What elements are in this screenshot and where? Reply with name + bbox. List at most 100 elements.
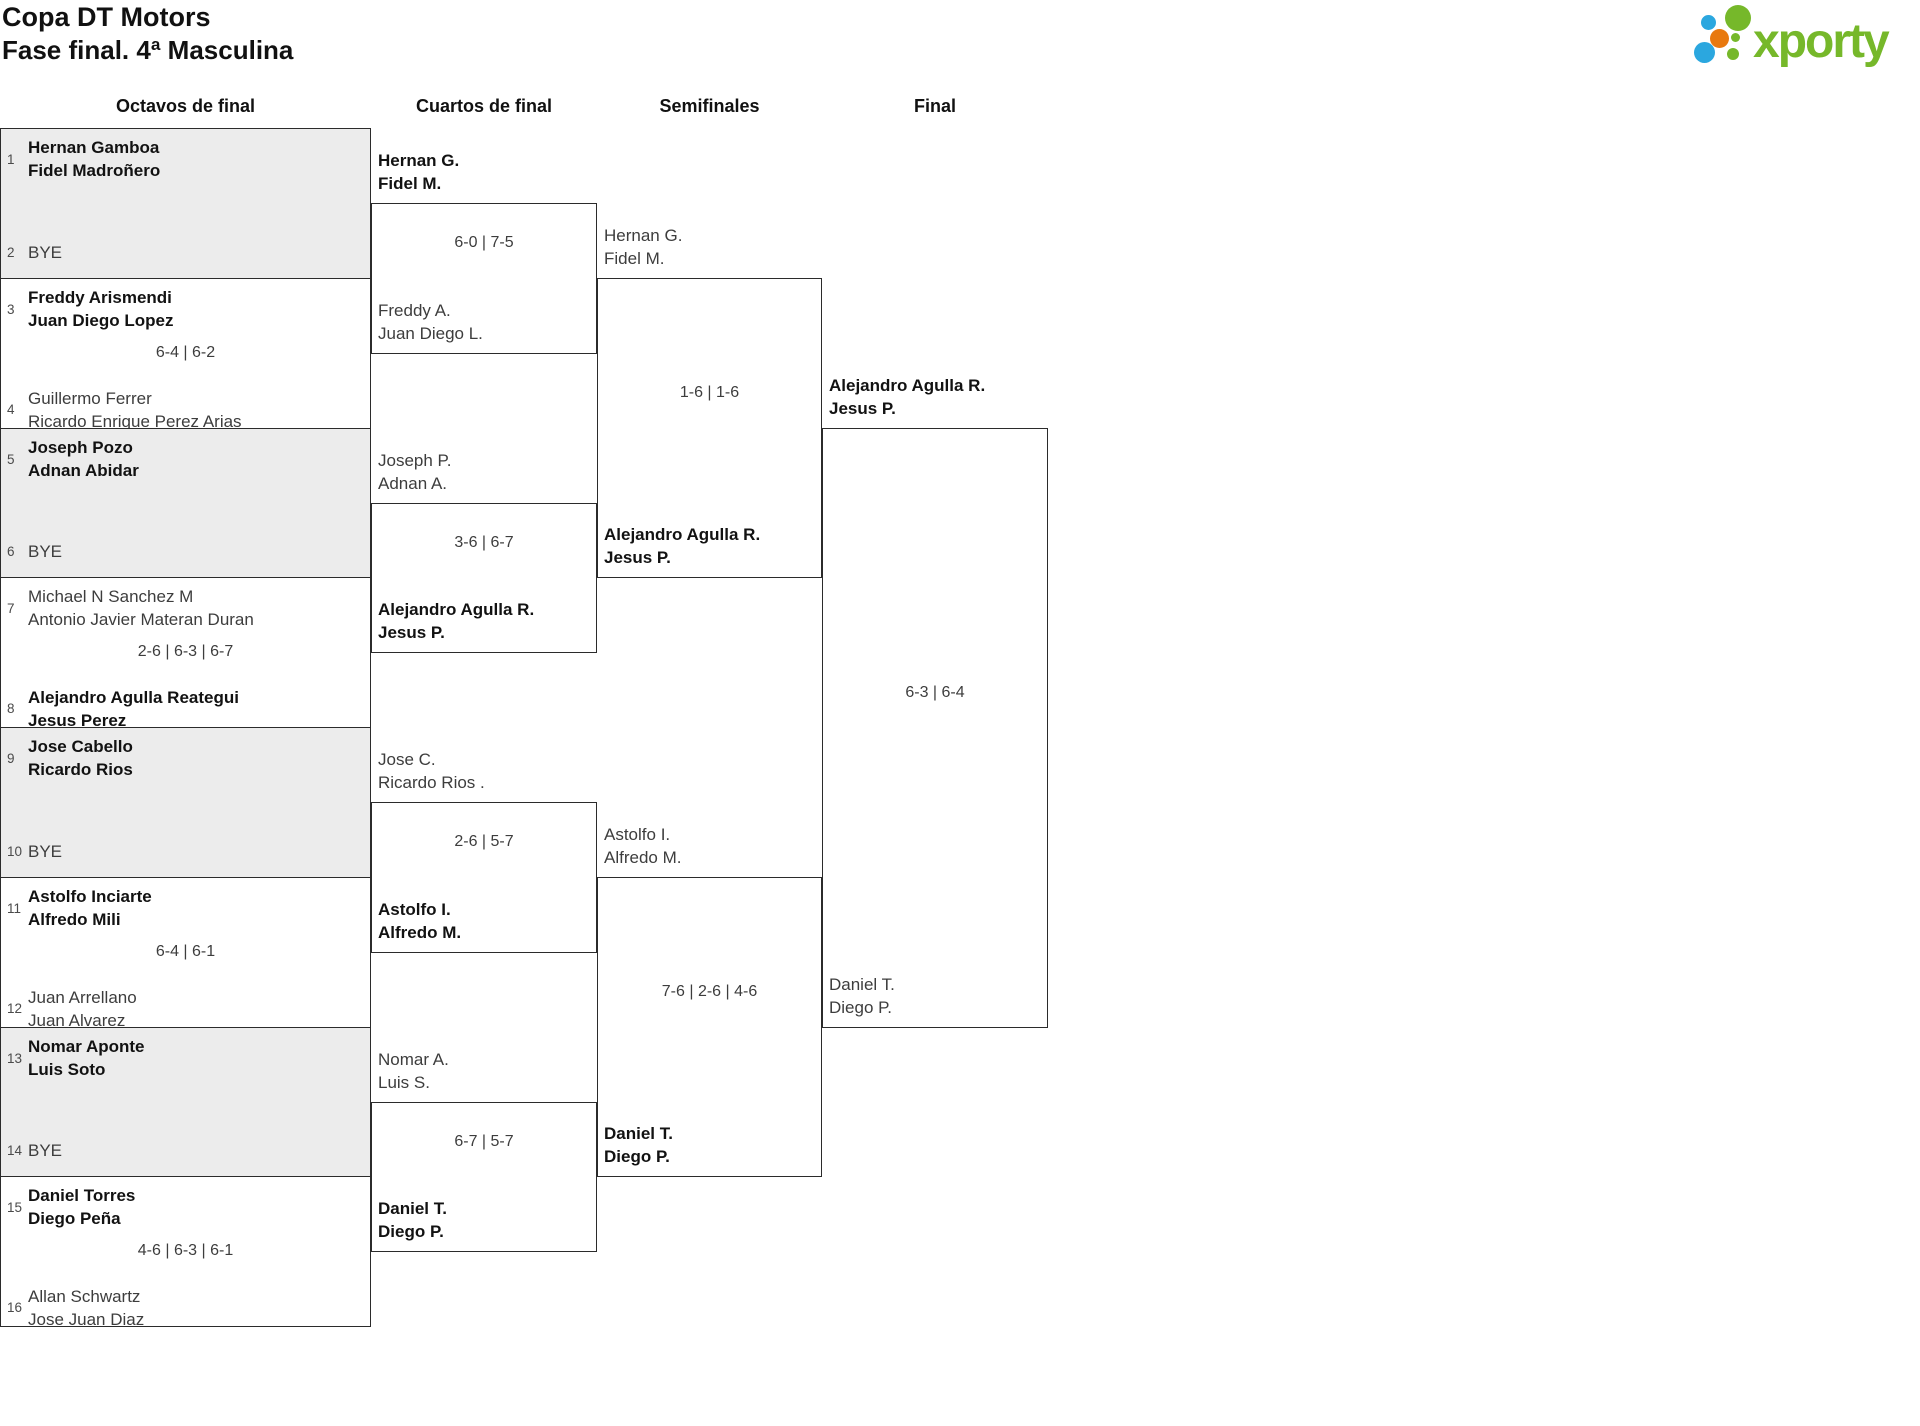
team-pair: Astolfo I. Alfredo M. (378, 898, 461, 944)
team-pair: Alejandro Agulla R.Jesus P. (378, 598, 534, 644)
team-name-line: Allan Schwartz (28, 1287, 141, 1306)
seed-number: 13 (7, 1051, 23, 1066)
team-name-line: Alejandro Agulla Reategui (28, 688, 239, 707)
seed-number: 7 (7, 601, 15, 616)
team-name-line: Adnan Abidar (28, 461, 139, 480)
team-pair: Nomar A.Luis S. (378, 1048, 449, 1094)
bye-label: BYE (28, 540, 62, 563)
xporty-logo[interactable]: xporty (0, 0, 1920, 80)
seed-number: 16 (7, 1300, 23, 1315)
qf-match-3 (371, 802, 597, 953)
match-score: 6-7 | 5-7 (454, 1133, 514, 1150)
seed-number: 3 (7, 302, 15, 317)
logo-dot-icon (1701, 15, 1716, 30)
team-name-line: Juan Arrellano (28, 988, 137, 1007)
match-score: 1-6 | 1-6 (679, 384, 740, 401)
round-header-3: Semifinales (659, 96, 760, 116)
final-match-1 (822, 428, 1048, 1028)
bye-label: BYE (28, 1139, 62, 1162)
team-name-line: Jose Cabello (28, 737, 133, 756)
r16-match-4 (0, 577, 371, 728)
bye-label: BYE (28, 241, 62, 264)
logo-wordmark: xporty (1753, 15, 1890, 68)
match-score: 2-6 | 5-7 (454, 833, 514, 850)
team-name-line: Hernan G. (604, 226, 683, 245)
team-name-line: Hernan G. (378, 151, 460, 170)
seed-number: 6 (7, 544, 15, 559)
team-pair: Daniel T. Diego P. (829, 973, 895, 1019)
team-name-line: Fidel M. (604, 249, 665, 268)
team-name-line: Daniel T. (604, 1124, 673, 1143)
team-name-line: Daniel T. (829, 975, 895, 994)
team-pair: Daniel T.Diego P. (604, 1122, 673, 1168)
sf-match-2 (597, 877, 822, 1177)
team-name-line: Guillermo Ferrer (28, 389, 152, 408)
qf-match-1 (371, 203, 597, 354)
team-pair: Daniel T.Diego P. (378, 1197, 447, 1243)
team-name-line: BYE (28, 243, 63, 262)
team-name-line: Alfredo M. (378, 923, 462, 942)
sf-match-1 (597, 278, 822, 578)
team-name-line: Jose Juan Diaz (28, 1310, 145, 1329)
match-score: 6-4 | 6-2 (155, 344, 216, 361)
r16-match-5 (0, 727, 371, 878)
seed-number: 8 (7, 701, 15, 716)
page-title: Copa DT Motors (2, 2, 211, 32)
match-score: 3-6 | 6-7 (454, 534, 514, 551)
r16-match-1 (0, 128, 371, 279)
team-name-line: Ricardo Rios . (378, 773, 485, 792)
seed-number: 2 (7, 245, 15, 260)
team-name-line: BYE (28, 542, 63, 561)
team-pair: Hernan G. Fidel M. (378, 149, 459, 195)
team-name-line: Alejandro Agulla R. (829, 376, 986, 395)
team-pair: Astolfo I.Alfredo M. (604, 823, 681, 869)
team-name-line: Nomar Aponte (28, 1037, 145, 1056)
r16-match-6 (0, 877, 371, 1028)
team-name-line: Jesus Perez (28, 711, 127, 730)
logo-dot-icon (1731, 33, 1740, 42)
team-pair: Joseph P.Adnan A. (378, 449, 451, 495)
match-score: 7-6 | 2-6 | 4-6 (661, 983, 758, 1000)
logo-dot-icon (1694, 42, 1715, 63)
team-name-line: BYE (28, 842, 63, 861)
team-name-line: Fidel M. (378, 174, 442, 193)
seed-number: 15 (7, 1200, 23, 1215)
logo-dot-icon (1727, 48, 1739, 60)
team-pair: Hernan G. Fidel M. (604, 224, 682, 270)
seed-number: 12 (7, 1001, 23, 1016)
match-score: 6-0 | 7-5 (454, 234, 514, 251)
team-name-line: Diego Peña (28, 1209, 121, 1228)
qf-match-2 (371, 503, 597, 653)
team-name-line: Diego P. (829, 998, 893, 1017)
team-name-line: Juan Diego Lopez (28, 311, 174, 330)
seed-number: 4 (7, 402, 15, 417)
match-score: 4-6 | 6-3 | 6-1 (137, 1242, 234, 1259)
team-name-line: Juan Alvarez (28, 1011, 126, 1030)
r16-match-3 (0, 428, 371, 578)
team-name-line: Nomar A. (378, 1050, 449, 1069)
qf-match-4 (371, 1102, 597, 1252)
logo-dot-icon (1710, 29, 1729, 48)
team-pair: Freddy A.Juan Diego L. (378, 299, 483, 345)
team-name-line: Ricardo Enrique Perez Arias (28, 412, 242, 431)
team-name-line: Jesus P. (829, 399, 896, 418)
r16-match-2 (0, 278, 371, 429)
team-name-line: Alejandro Agulla R. (378, 600, 535, 619)
team-name-line: BYE (28, 1141, 63, 1160)
team-name-line: Alfredo M. (604, 848, 682, 867)
seed-number: 5 (7, 452, 15, 467)
team-name-line: Juan Diego L. (378, 324, 483, 343)
team-name-line: Alfredo Mili (28, 910, 121, 929)
match-score: 6-4 | 6-1 (155, 943, 216, 960)
team-name-line: Freddy Arismendi (28, 288, 172, 307)
seed-number: 9 (7, 751, 15, 766)
bye-label: BYE (28, 840, 62, 863)
team-name-line: Astolfo I. (378, 900, 451, 919)
